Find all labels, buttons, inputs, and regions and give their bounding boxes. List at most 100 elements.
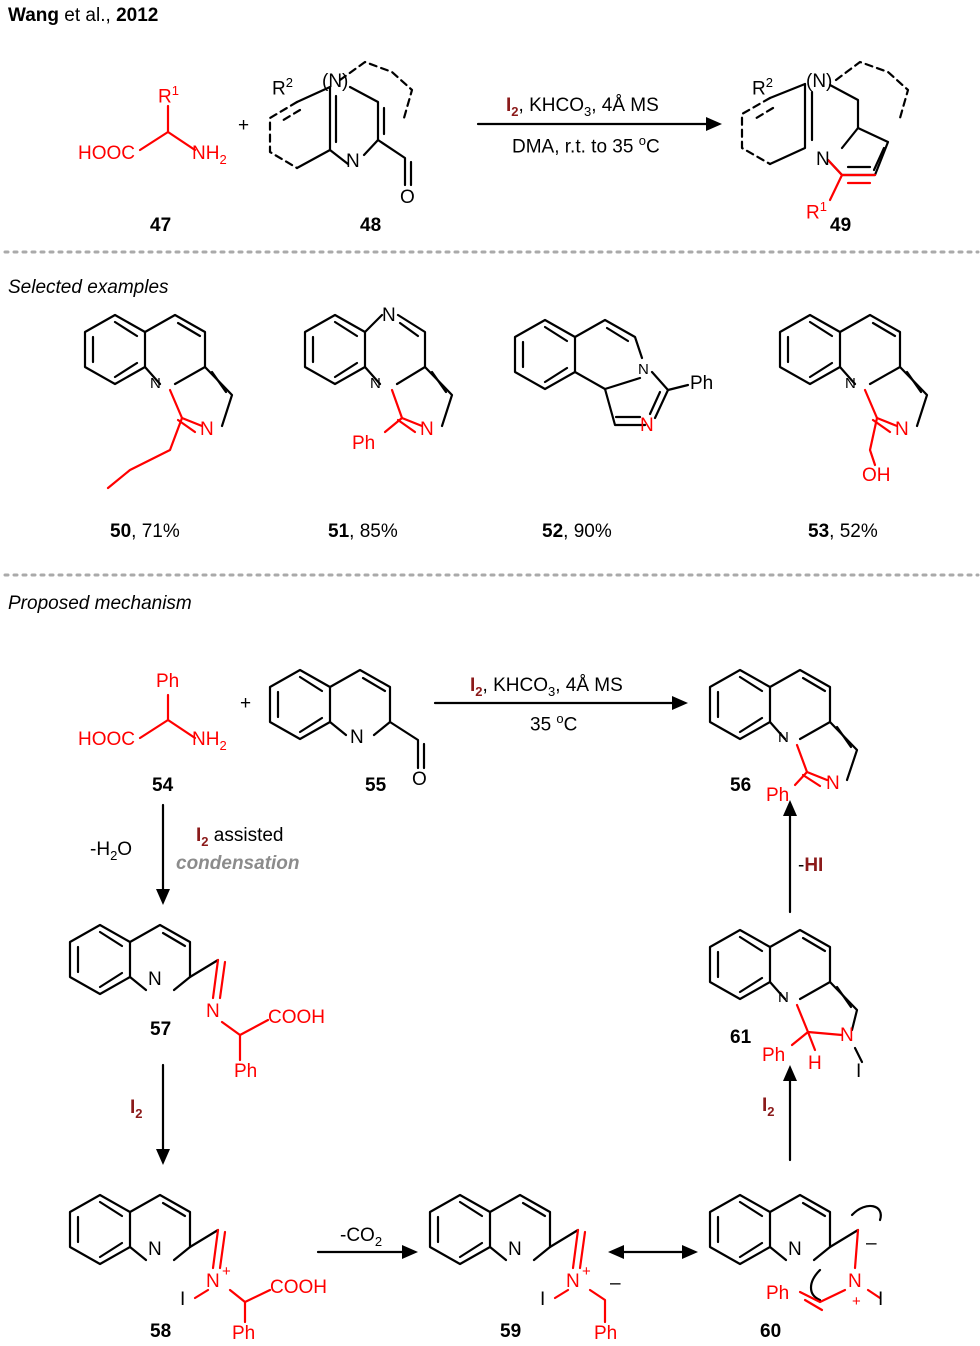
ex53-oh: OH <box>862 465 891 486</box>
ex50-n2: N <box>200 419 214 440</box>
m61-ph: Ph <box>762 1045 786 1066</box>
m60-n: N <box>848 1271 862 1292</box>
compound-61-red-bonds <box>790 1003 844 1052</box>
m56-n2: N <box>826 773 840 794</box>
compound-53-red-bonds <box>863 388 899 467</box>
ex52-n1: N <box>638 361 649 378</box>
m60-ph: Ph <box>766 1283 790 1304</box>
m57-n-ring: N <box>148 969 162 990</box>
label-58: 58 <box>150 1321 172 1342</box>
label-59: 59 <box>500 1321 522 1342</box>
m59-n: N <box>566 1271 580 1292</box>
header-citation: Wang et al., 2012 <box>8 6 158 25</box>
o-48: O <box>400 187 415 208</box>
compound-59-red-bonds <box>553 1228 607 1324</box>
m59-ph: Ph <box>594 1323 618 1344</box>
ex53-n1: N <box>845 375 856 392</box>
i2-assisted: I2 assisted <box>196 825 284 849</box>
i2-step-left: I2 <box>130 1097 143 1121</box>
ex52-ph: Ph <box>690 373 714 394</box>
m56-ph: Ph <box>766 785 790 806</box>
m56-n1: N <box>778 729 789 746</box>
m55-n: N <box>350 727 364 748</box>
compound-50-red-bonds <box>106 388 204 490</box>
r2-label-49: R2 <box>752 75 773 100</box>
compound-51-bonds <box>303 313 454 428</box>
m60-plus: + <box>852 1293 861 1310</box>
m54-nh2: NH2 <box>192 729 227 753</box>
m61-h: H <box>808 1053 822 1074</box>
m54-hooc: HOOC <box>78 729 135 750</box>
m61-n: N <box>840 1025 854 1046</box>
m58-cooh: COOH <box>270 1277 327 1298</box>
compound-57-red-bonds <box>211 958 270 1062</box>
n-paren-48: (N) <box>322 71 349 92</box>
compound-58-bonds <box>68 1193 220 1266</box>
compound-61-bonds <box>708 928 859 1032</box>
compound-53-bonds <box>778 313 929 428</box>
m58-ph: Ph <box>232 1323 256 1344</box>
minus-co2: -CO2 <box>340 1225 383 1249</box>
compound-51-red-bonds <box>383 388 424 434</box>
ex50-n1: N <box>150 375 161 392</box>
m58-iodine: I <box>180 1289 186 1310</box>
m58-n-ring: N <box>148 1239 162 1260</box>
top-conditions-line1: I2, KHCO3, 4Å MS <box>506 95 659 119</box>
label-55: 55 <box>365 775 387 796</box>
mech-conditions-line1: I2, KHCO3, 4Å MS <box>470 675 623 699</box>
compound-55-bonds <box>268 668 426 770</box>
m59-minus: – <box>610 1273 621 1294</box>
ex51-n2: N <box>420 419 434 440</box>
r1-label: R1 <box>158 83 179 108</box>
compound-50-bonds <box>83 313 234 428</box>
compound-58-red-bonds <box>193 1228 272 1324</box>
m60-minus: – <box>866 1233 877 1254</box>
compound-57-bonds <box>68 923 220 996</box>
ex51-n1: N <box>370 375 381 392</box>
top-conditions-line2: DMA, r.t. to 35 oC <box>512 133 660 158</box>
ex52-n2: N <box>640 415 654 436</box>
label-60: 60 <box>760 1321 782 1342</box>
compound-52-bonds <box>513 318 690 427</box>
m60-n-ring: N <box>788 1239 802 1260</box>
example-51-label: 51, 85% <box>328 521 398 542</box>
m58-n: N <box>206 1271 220 1292</box>
section-selected-examples: Selected examples <box>8 277 169 298</box>
nh2-label: NH2 <box>192 143 227 167</box>
i2-step-right: I2 <box>762 1095 775 1119</box>
label-47: 47 <box>150 215 172 236</box>
compound-54-bonds <box>138 693 197 740</box>
header-etal: et al., <box>64 5 111 26</box>
hooc-label: HOOC <box>78 143 135 164</box>
m59-iodine: I <box>540 1289 546 1310</box>
compound-59-bonds <box>428 1193 580 1266</box>
label-49: 49 <box>830 215 852 236</box>
m55-o: O <box>412 769 427 790</box>
compound-60-bonds <box>708 1193 882 1302</box>
m57-cooh: COOH <box>268 1007 325 1028</box>
minus-hi: -HI <box>798 855 824 876</box>
label-54: 54 <box>152 775 174 796</box>
m54-ph: Ph <box>156 671 180 692</box>
m60-iodine: I <box>878 1289 884 1310</box>
label-57: 57 <box>150 1019 172 1040</box>
minus-h2o: -H2O <box>90 839 133 863</box>
m61-n-ring: N <box>778 989 789 1006</box>
label-48: 48 <box>360 215 382 236</box>
label-61: 61 <box>730 1027 752 1048</box>
section-proposed-mechanism: Proposed mechanism <box>8 593 192 614</box>
m59-n-ring: N <box>508 1239 522 1260</box>
mech-conditions-line2: 35 oC <box>530 711 578 736</box>
ex51-n-top: N <box>382 305 396 326</box>
ex53-n2: N <box>895 419 909 440</box>
n-48: N <box>346 151 360 172</box>
n-paren-49: (N) <box>806 71 833 92</box>
compound-49-red-bonds <box>826 158 877 202</box>
r2-label: R2 <box>272 75 293 100</box>
m58-plus: + <box>222 1263 231 1280</box>
n-49: N <box>816 149 830 170</box>
example-52-label: 52, 90% <box>542 521 612 542</box>
example-53-label: 53, 52% <box>808 521 878 542</box>
compound-48-bonds <box>268 60 414 187</box>
compound-60-red-bonds <box>798 1228 882 1312</box>
